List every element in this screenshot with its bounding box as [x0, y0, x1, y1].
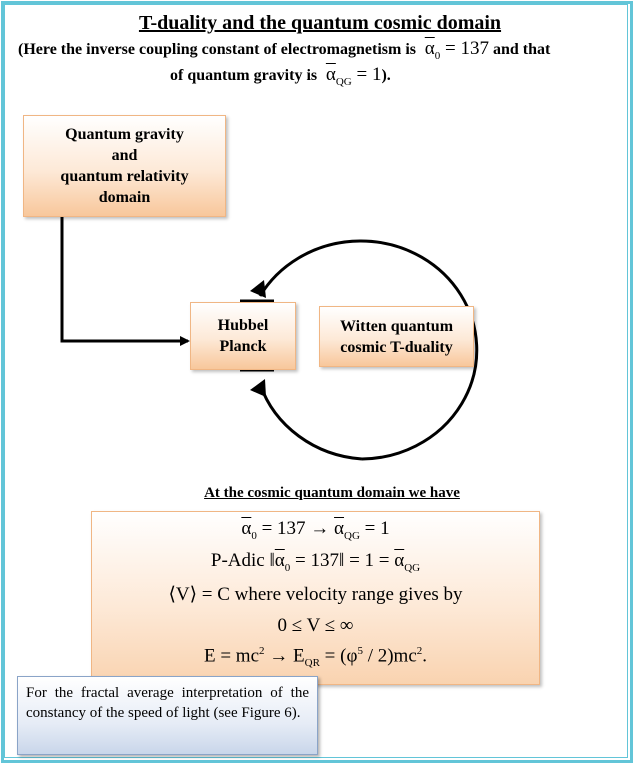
formula-energy: E = mc2 → EQR = (φ5 / 2)mc2. — [203, 645, 428, 670]
connector-arrow — [60, 216, 190, 346]
outer-frame — [1, 1, 633, 763]
box-label: Hubbel — [217, 317, 269, 334]
hubbel-planck-box: Hubbel Planck — [190, 302, 296, 370]
alpha-zero-math: α0 = 137 — [424, 38, 489, 62]
box-label: quantum relativity — [60, 168, 189, 185]
quantum-gravity-box: Quantum gravity and quantum relativity d… — [23, 115, 226, 217]
section-heading: At the cosmic quantum domain we have — [204, 485, 460, 501]
inner-frame — [4, 4, 628, 758]
subtitle-text: and that — [492, 41, 551, 58]
box-label: and — [111, 147, 138, 164]
subtitle-line-2: of quantum gravity is αQG = 1). — [170, 64, 610, 88]
witten-t-duality-box: Witten quantum cosmic T-duality — [319, 306, 474, 367]
box-label: cosmic T-duality — [340, 338, 453, 356]
box-label: domain — [98, 189, 151, 206]
page-title: T-duality and the quantum cosmic domain — [138, 12, 502, 34]
subtitle-text: of quantum gravity is — [170, 67, 318, 84]
formula-velocity: ⟨V⟩ = C where velocity range gives by — [168, 584, 463, 605]
subtitle-line-1: (Here the inverse coupling constant of e… — [18, 38, 628, 62]
formula-velocity-range: 0 ≤ V ≤ ∞ — [277, 615, 354, 636]
box-label: Planck — [219, 338, 267, 355]
alpha-qg-math: αQG = 1 — [325, 64, 382, 88]
box-label: Quantum gravity — [65, 126, 184, 143]
duality-loop-lower — [258, 383, 363, 461]
note-box: For the fractal average interpretation o… — [17, 676, 318, 755]
subtitle-text: ). — [381, 67, 391, 84]
formula-p-adic: P-Adic ‖α0 = 137‖ = 1 = αQG — [210, 550, 421, 574]
box-label: Witten quantum — [339, 317, 454, 335]
arrow-head-bottom — [250, 379, 266, 397]
duality-loop-upper — [258, 239, 479, 461]
formula-box: α0 = 137 → αQG = 1 P-Adic ‖α0 = 137‖ = 1… — [91, 511, 540, 685]
subtitle-text: (Here the inverse coupling constant of e… — [18, 41, 417, 58]
arrow-head-top — [250, 280, 266, 298]
formula-coupling: α0 = 137 → αQG = 1 — [241, 518, 390, 542]
